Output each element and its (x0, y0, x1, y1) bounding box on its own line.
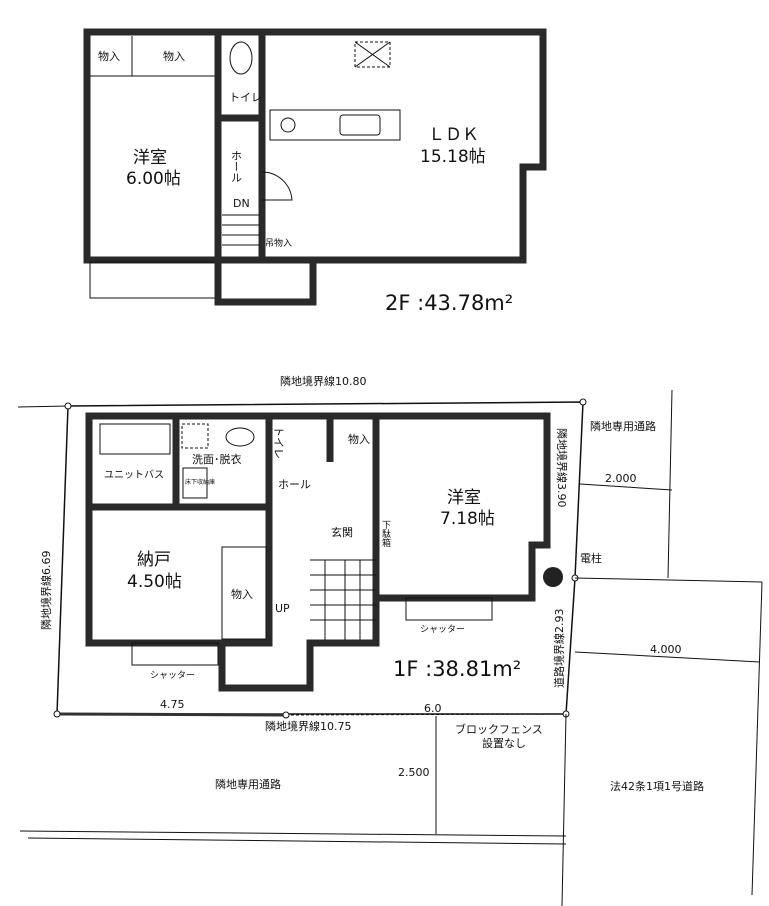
floor2-stair-walls (214, 256, 317, 306)
road-line (751, 581, 763, 896)
floor2-area: 2F :43.78m² (385, 291, 513, 315)
site-boundary (56, 401, 584, 715)
floor1-area: 1F :38.81m² (393, 657, 521, 681)
utility-pole-label: 電柱 (580, 551, 602, 565)
ventilation-icon (181, 423, 209, 449)
room-size: 4.50帖 (127, 572, 182, 592)
floor1-plan: ユニットバス 洗面･脱衣 床下収納庫 トイレ 物入 ホール 玄関 下駄箱 洋室 … (85, 412, 551, 692)
unit-bath-label: ユニットバス (104, 469, 164, 481)
washroom-label: 洗面･脱衣 (192, 452, 242, 466)
basin-icon (225, 427, 255, 447)
floor2-hall-walls (214, 114, 266, 264)
sink-icon (339, 114, 381, 136)
room-size: 15.18帖 (420, 147, 486, 167)
underfloor-storage-label: 床下収納庫 (185, 478, 215, 486)
passage-line (27, 837, 567, 845)
toilet-label: トイレ (229, 91, 262, 104)
shutter-box (405, 597, 493, 621)
fence-note: ブロックフェンス (455, 722, 543, 736)
hall-label: ホール (230, 150, 243, 183)
dimension-label: 6.0 (424, 702, 442, 715)
dimension-label: 2.000 (605, 472, 637, 485)
passage-line (667, 389, 673, 579)
hall-label: ホール (278, 478, 311, 491)
stove-icon (280, 117, 296, 133)
shutter-box (131, 642, 219, 666)
boundary-right-label: 隣地境界線3.90 (555, 428, 569, 508)
private-passage-label: 隣地専用通路 (590, 419, 656, 433)
stairs-icon (222, 214, 260, 246)
closet-label: 物入 (98, 49, 120, 63)
utility-pole-icon (543, 567, 563, 587)
kitchen-counter (269, 109, 401, 141)
dimension-line (579, 483, 673, 491)
entrance-tiles (310, 559, 376, 640)
room-name: 洋室 (447, 488, 481, 508)
ventilation-cross (354, 41, 391, 68)
toilet-label: トイレ (272, 426, 285, 459)
passage-line (19, 830, 567, 837)
dimension-line (574, 651, 761, 663)
closet-label: 物入 (231, 587, 253, 601)
closet-box (221, 546, 267, 640)
dimension-label: 4.75 (160, 698, 185, 711)
site-plan: 隣地境界線10.80 隣地境界線6.69 隣地境界線3.90 道路境界線2.93… (17, 374, 763, 906)
dimension-label: 4.000 (650, 643, 682, 656)
floor2-toilet-walls (214, 28, 266, 122)
floor2-ldk-walls (258, 28, 547, 264)
floor2-plan: 物入 物入 洋室 6.00帖 トイレ ホール DN 吊物入 ＬＤＫ 15.18帖… (83, 28, 547, 315)
road-line (574, 577, 763, 583)
shoe-box-label: 下駄箱 (380, 520, 391, 548)
room-name: 洋室 (133, 148, 167, 168)
closet-label: 物入 (348, 432, 370, 446)
room-size: 6.00帖 (126, 169, 181, 189)
public-road-label: 法42条1項1号道路 (610, 779, 704, 793)
ventilation-icon (354, 41, 391, 68)
entrance-label: 玄関 (331, 525, 353, 539)
floor2-western-room-walls (83, 28, 222, 264)
boundary-bottom-label: 隣地境界線10.75 (265, 719, 352, 733)
door-swing-icon (261, 171, 293, 201)
floor2-balcony (89, 261, 219, 299)
private-passage-label: 隣地専用通路 (215, 777, 281, 791)
dimension-label: 2.500 (398, 766, 430, 779)
road-boundary-label: 道路境界線2.93 (552, 609, 566, 689)
fence-note: 設置なし (482, 736, 526, 750)
stairs-up-label: UP (275, 602, 290, 615)
room-name: 納戸 (137, 550, 171, 570)
room-name: ＬＤＫ (428, 125, 479, 145)
shutter-label: シャッター (420, 624, 465, 635)
underfloor-storage-box (182, 467, 208, 499)
stairs-down-label: DN (233, 197, 250, 210)
hanging-storage-label: 吊物入 (265, 237, 292, 249)
shutter-label: シャッター (150, 670, 195, 681)
closet-label: 物入 (163, 49, 185, 63)
fence-line (56, 712, 287, 717)
road-line (561, 713, 567, 906)
bathtub-icon (99, 423, 171, 455)
neighbor-line (17, 405, 69, 408)
toilet-icon (229, 41, 253, 75)
room-size: 7.18帖 (440, 509, 495, 529)
boundary-top-label: 隣地境界線10.80 (280, 374, 367, 388)
boundary-left-label: 隣地境界線6.69 (39, 551, 53, 631)
fence-dashed-line (285, 713, 567, 716)
